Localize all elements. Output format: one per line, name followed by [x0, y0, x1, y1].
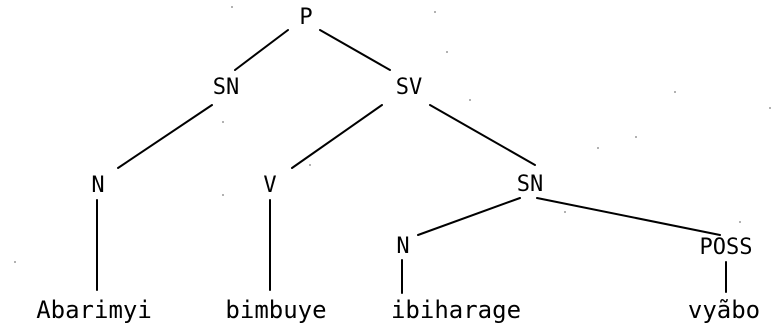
- node-poss: POSS: [699, 235, 753, 260]
- node-p: P: [299, 5, 313, 30]
- branch-sn-poss: [536, 197, 721, 236]
- node-sn-subject: SN: [212, 75, 240, 100]
- node-n-object: N: [396, 234, 410, 259]
- branch-p-sv: [319, 29, 391, 71]
- word-subject: Abarimyi: [36, 296, 152, 324]
- node-n-subject: N: [91, 173, 105, 198]
- word-object: ibiharage: [390, 296, 522, 324]
- scan-specks: [14, 6, 771, 263]
- branch-sn-n-object: [417, 197, 521, 236]
- branch-sn-n: [117, 104, 213, 169]
- node-sv: SV: [395, 75, 423, 100]
- branch-sv-sn: [429, 104, 536, 166]
- word-possessive: vyãbo: [687, 296, 761, 324]
- branch-sv-v: [291, 104, 383, 169]
- word-verb: bimbuye: [225, 296, 327, 324]
- branch-p-sn: [234, 29, 289, 71]
- node-v: V: [263, 173, 277, 198]
- node-sn-object: SN: [516, 172, 544, 197]
